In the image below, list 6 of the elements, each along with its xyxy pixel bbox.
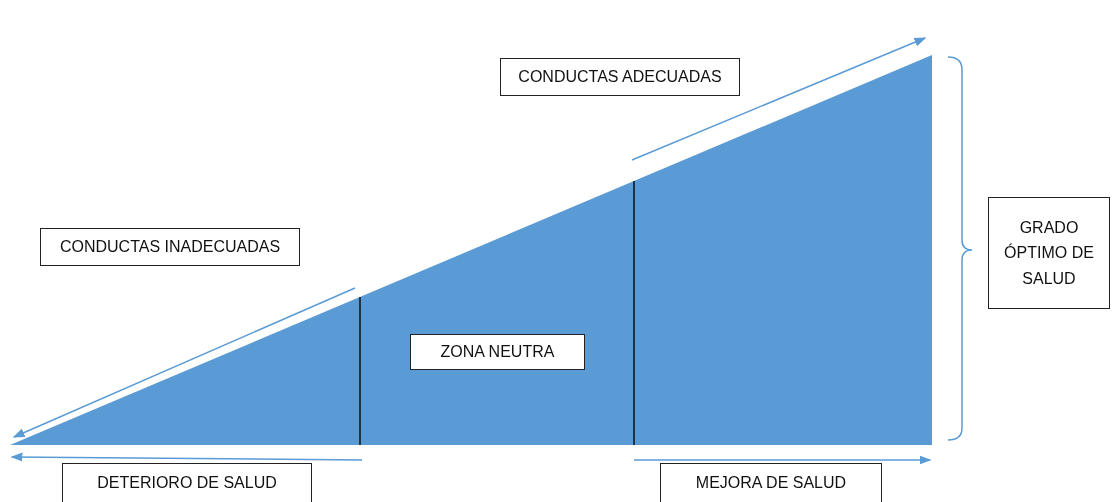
- label-box: DETERIORO DE SALUD: [62, 463, 312, 502]
- label-box: CONDUCTAS INADECUADAS: [40, 228, 300, 266]
- zone-label: ZONA NEUTRA: [410, 334, 585, 370]
- label-box: MEJORA DE SALUD: [660, 463, 882, 502]
- label-box: CONDUCTAS ADECUADAS: [500, 58, 740, 96]
- label-box: GRADO ÓPTIMO DE SALUD: [988, 197, 1110, 309]
